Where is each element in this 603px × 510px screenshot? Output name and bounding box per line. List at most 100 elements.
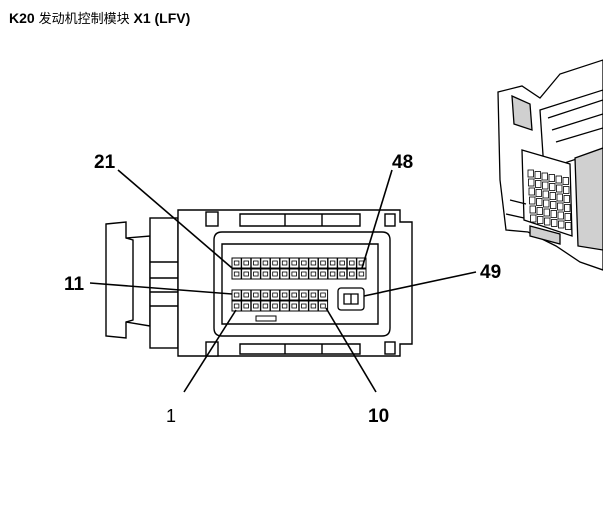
label-pin-21: 21 — [94, 152, 116, 173]
cavity-top-r2-terminal — [349, 271, 355, 277]
cavity-bottom-r2-terminal — [301, 303, 307, 309]
perspective-cavity — [535, 189, 542, 197]
cavity-top-r2-terminal — [320, 271, 326, 277]
cavity-top-r2-terminal — [233, 271, 240, 277]
cavity-top-r1-terminal — [253, 260, 259, 266]
perspective-cavity — [550, 201, 557, 209]
perspective-cavity — [549, 183, 556, 191]
cavity-top-r1-terminal — [339, 260, 345, 266]
connector-front-view — [105, 209, 413, 357]
lever-arm — [149, 217, 179, 349]
cavity-top-r1-terminal — [233, 260, 240, 266]
cavity-bottom-r2-terminal — [272, 303, 278, 309]
label-pin-1: 1 — [166, 406, 176, 426]
cavity-top-r1-terminal — [301, 260, 307, 266]
perspective-cavity — [565, 222, 572, 230]
cavity-49 — [337, 287, 365, 311]
cavity-grid — [231, 257, 367, 322]
top-tab-left — [205, 211, 219, 227]
perspective-cavity — [537, 216, 544, 224]
perspective-cavity — [542, 190, 549, 199]
cavity-bottom-r2-terminal — [233, 303, 240, 309]
cavity-top-r2-terminal — [281, 271, 288, 277]
cavity-bottom-r1-terminal — [233, 292, 240, 298]
cavity-bottom-r2-terminal — [281, 303, 288, 309]
cavity-top-r1-terminal — [243, 260, 249, 266]
title-part-connector: X1 (LFV) — [133, 10, 191, 26]
cavity-bottom-r1-terminal — [301, 292, 307, 298]
perspective-cavity — [558, 220, 565, 229]
cavity-bottom-r2-terminal — [262, 303, 269, 309]
perspective-cavity — [557, 211, 564, 220]
cavity-top-r1-terminal — [281, 260, 288, 266]
cavity-top-r1-terminal — [291, 260, 297, 266]
perspective-cavity — [541, 172, 548, 181]
perspective-cavity — [543, 208, 550, 217]
perspective-cavity — [535, 180, 542, 188]
label-pin-10: 10 — [368, 406, 389, 427]
perspective-cavity — [555, 175, 562, 184]
cavity-bottom-r2-terminal — [291, 303, 297, 309]
cavity-bottom-r1-terminal — [243, 292, 249, 298]
cavity-bottom-r2-terminal — [243, 303, 249, 309]
leader-1 — [183, 309, 237, 393]
cavity-top-r1-terminal — [329, 260, 336, 266]
leader-lines — [89, 169, 477, 393]
label-pin-11: 11 — [64, 274, 85, 295]
perspective-cavity — [544, 217, 551, 226]
cavity-top-r2-terminal — [291, 271, 297, 277]
perspective-cavity — [563, 186, 570, 194]
leader-10 — [325, 307, 377, 393]
perspective-cavity — [564, 204, 571, 212]
cavity-top-r1-terminal — [320, 260, 326, 266]
cavity-bottom-r1-terminal — [281, 292, 288, 298]
cavity-top-r1-terminal — [310, 260, 317, 266]
cavity-bottom-r1-terminal — [310, 292, 317, 298]
title-part-code: K20 — [9, 10, 35, 26]
perspective-cavity — [564, 213, 571, 221]
cavity-top-r2-terminal — [339, 271, 345, 277]
perspective-cavity — [549, 192, 556, 200]
perspective-cavity — [551, 219, 558, 227]
cavity-top-r2-terminal — [358, 271, 365, 277]
perspective-cavity — [527, 169, 534, 178]
leader-49 — [363, 271, 477, 297]
perspective-cavity — [557, 202, 564, 211]
cavity-bottom-r1-terminal — [262, 292, 269, 298]
perspective-cavity — [548, 174, 555, 182]
lever-left — [105, 221, 134, 339]
cavity-bottom-r1-terminal — [320, 292, 326, 298]
cavity-top-r2-terminal — [272, 271, 278, 277]
cavity-bottom-r1-terminal — [272, 292, 278, 298]
title-part-name: 发动机控制模块 — [38, 12, 130, 27]
perspective-cavity — [528, 187, 535, 196]
cavity-bottom-r2-terminal — [320, 303, 326, 309]
perspective-cavity — [543, 199, 550, 208]
cavity-top-r2-terminal — [301, 271, 307, 277]
key-slot — [255, 315, 277, 322]
cavity-bottom-r1-terminal — [291, 292, 297, 298]
perspective-cavity — [550, 210, 557, 218]
perspective-cavity — [542, 181, 549, 190]
cavity-top-r1-terminal — [349, 260, 355, 266]
label-pin-49: 49 — [480, 262, 501, 283]
cavity-bottom-r2-terminal — [310, 303, 317, 309]
cavity-top-r2-terminal — [253, 271, 259, 277]
cavity-bottom-r2-terminal — [253, 303, 259, 309]
cavity-top-r2-terminal — [243, 271, 249, 277]
leader-21 — [117, 169, 233, 269]
perspective-cavity — [529, 205, 536, 214]
cavity-top-r1-terminal — [272, 260, 278, 266]
cavity-top-r2-terminal — [310, 271, 317, 277]
cavity-bottom-r1-terminal — [253, 292, 259, 298]
cavity-top-r2-terminal — [262, 271, 269, 277]
perspective-cavity-grid — [527, 169, 572, 230]
perspective-cavity — [536, 207, 543, 215]
leader-48 — [361, 169, 393, 269]
perspective-cavity — [563, 195, 570, 203]
leader-11 — [89, 282, 233, 295]
perspective-cavity — [534, 171, 541, 179]
label-pin-48: 48 — [392, 152, 413, 173]
cavity-top-r1-terminal — [262, 260, 269, 266]
